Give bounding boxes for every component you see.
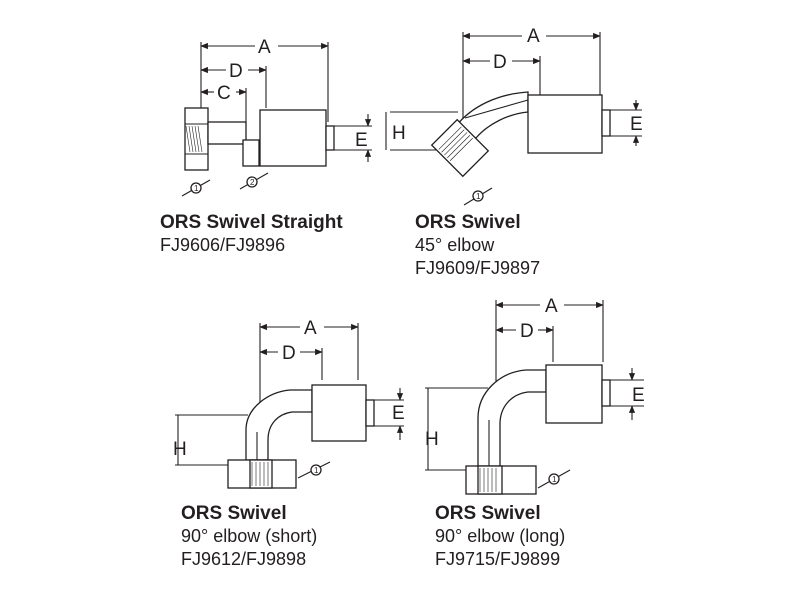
caption-title: ORS Swivel xyxy=(435,503,541,524)
dim-label-h: H xyxy=(425,429,439,450)
caption-title: ORS Swivel Straight xyxy=(160,212,343,233)
dim-label-e: E xyxy=(392,403,405,424)
caption-90-long: ORS Swivel 90° elbow (long) FJ9715/FJ989… xyxy=(435,502,565,571)
dim-label-d: D xyxy=(520,321,534,342)
callout-number: 1 xyxy=(194,184,199,193)
dim-label-h: H xyxy=(392,123,406,144)
caption-part-numbers: FJ9612/FJ9898 xyxy=(181,549,307,569)
callout-number: 1 xyxy=(552,475,557,484)
dim-label-d: D xyxy=(493,52,507,73)
dim-label-c: C xyxy=(217,83,231,104)
figure-45-elbow xyxy=(385,32,642,206)
caption-description: 45° elbow xyxy=(415,235,495,255)
dim-label-a: A xyxy=(304,318,317,339)
dim-label-e: E xyxy=(630,114,643,135)
caption-90-short: ORS Swivel 90° elbow (short) FJ9612/FJ98… xyxy=(181,502,317,571)
caption-part-numbers: FJ9609/FJ9897 xyxy=(415,258,541,278)
figure-90-short xyxy=(175,323,404,489)
dim-label-e: E xyxy=(632,385,645,406)
dim-label-d: D xyxy=(282,343,296,364)
caption-45-elbow: ORS Swivel 45° elbow FJ9609/FJ9897 xyxy=(415,211,540,280)
caption-description: 90° elbow (short) xyxy=(181,526,318,546)
callout-number: 1 xyxy=(476,192,481,201)
caption-description: 90° elbow (long) xyxy=(435,526,566,546)
caption-part-numbers: FJ9715/FJ9899 xyxy=(435,549,561,569)
figure-straight xyxy=(181,42,372,197)
dim-label-e: E xyxy=(355,130,368,151)
dim-label-h: H xyxy=(173,439,187,460)
dim-label-a: A xyxy=(527,26,540,47)
callout-number: 1 xyxy=(314,466,319,475)
caption-part-numbers: FJ9606/FJ9896 xyxy=(160,235,286,255)
callout-number: 2 xyxy=(250,178,255,187)
caption-title: ORS Swivel xyxy=(181,503,287,524)
dim-label-d: D xyxy=(229,61,243,82)
caption-straight: ORS Swivel Straight FJ9606/FJ9896 xyxy=(160,211,343,257)
dim-label-a: A xyxy=(258,37,271,58)
dim-label-a: A xyxy=(545,296,558,317)
caption-title: ORS Swivel xyxy=(415,212,521,233)
figure-90-long xyxy=(425,300,644,495)
